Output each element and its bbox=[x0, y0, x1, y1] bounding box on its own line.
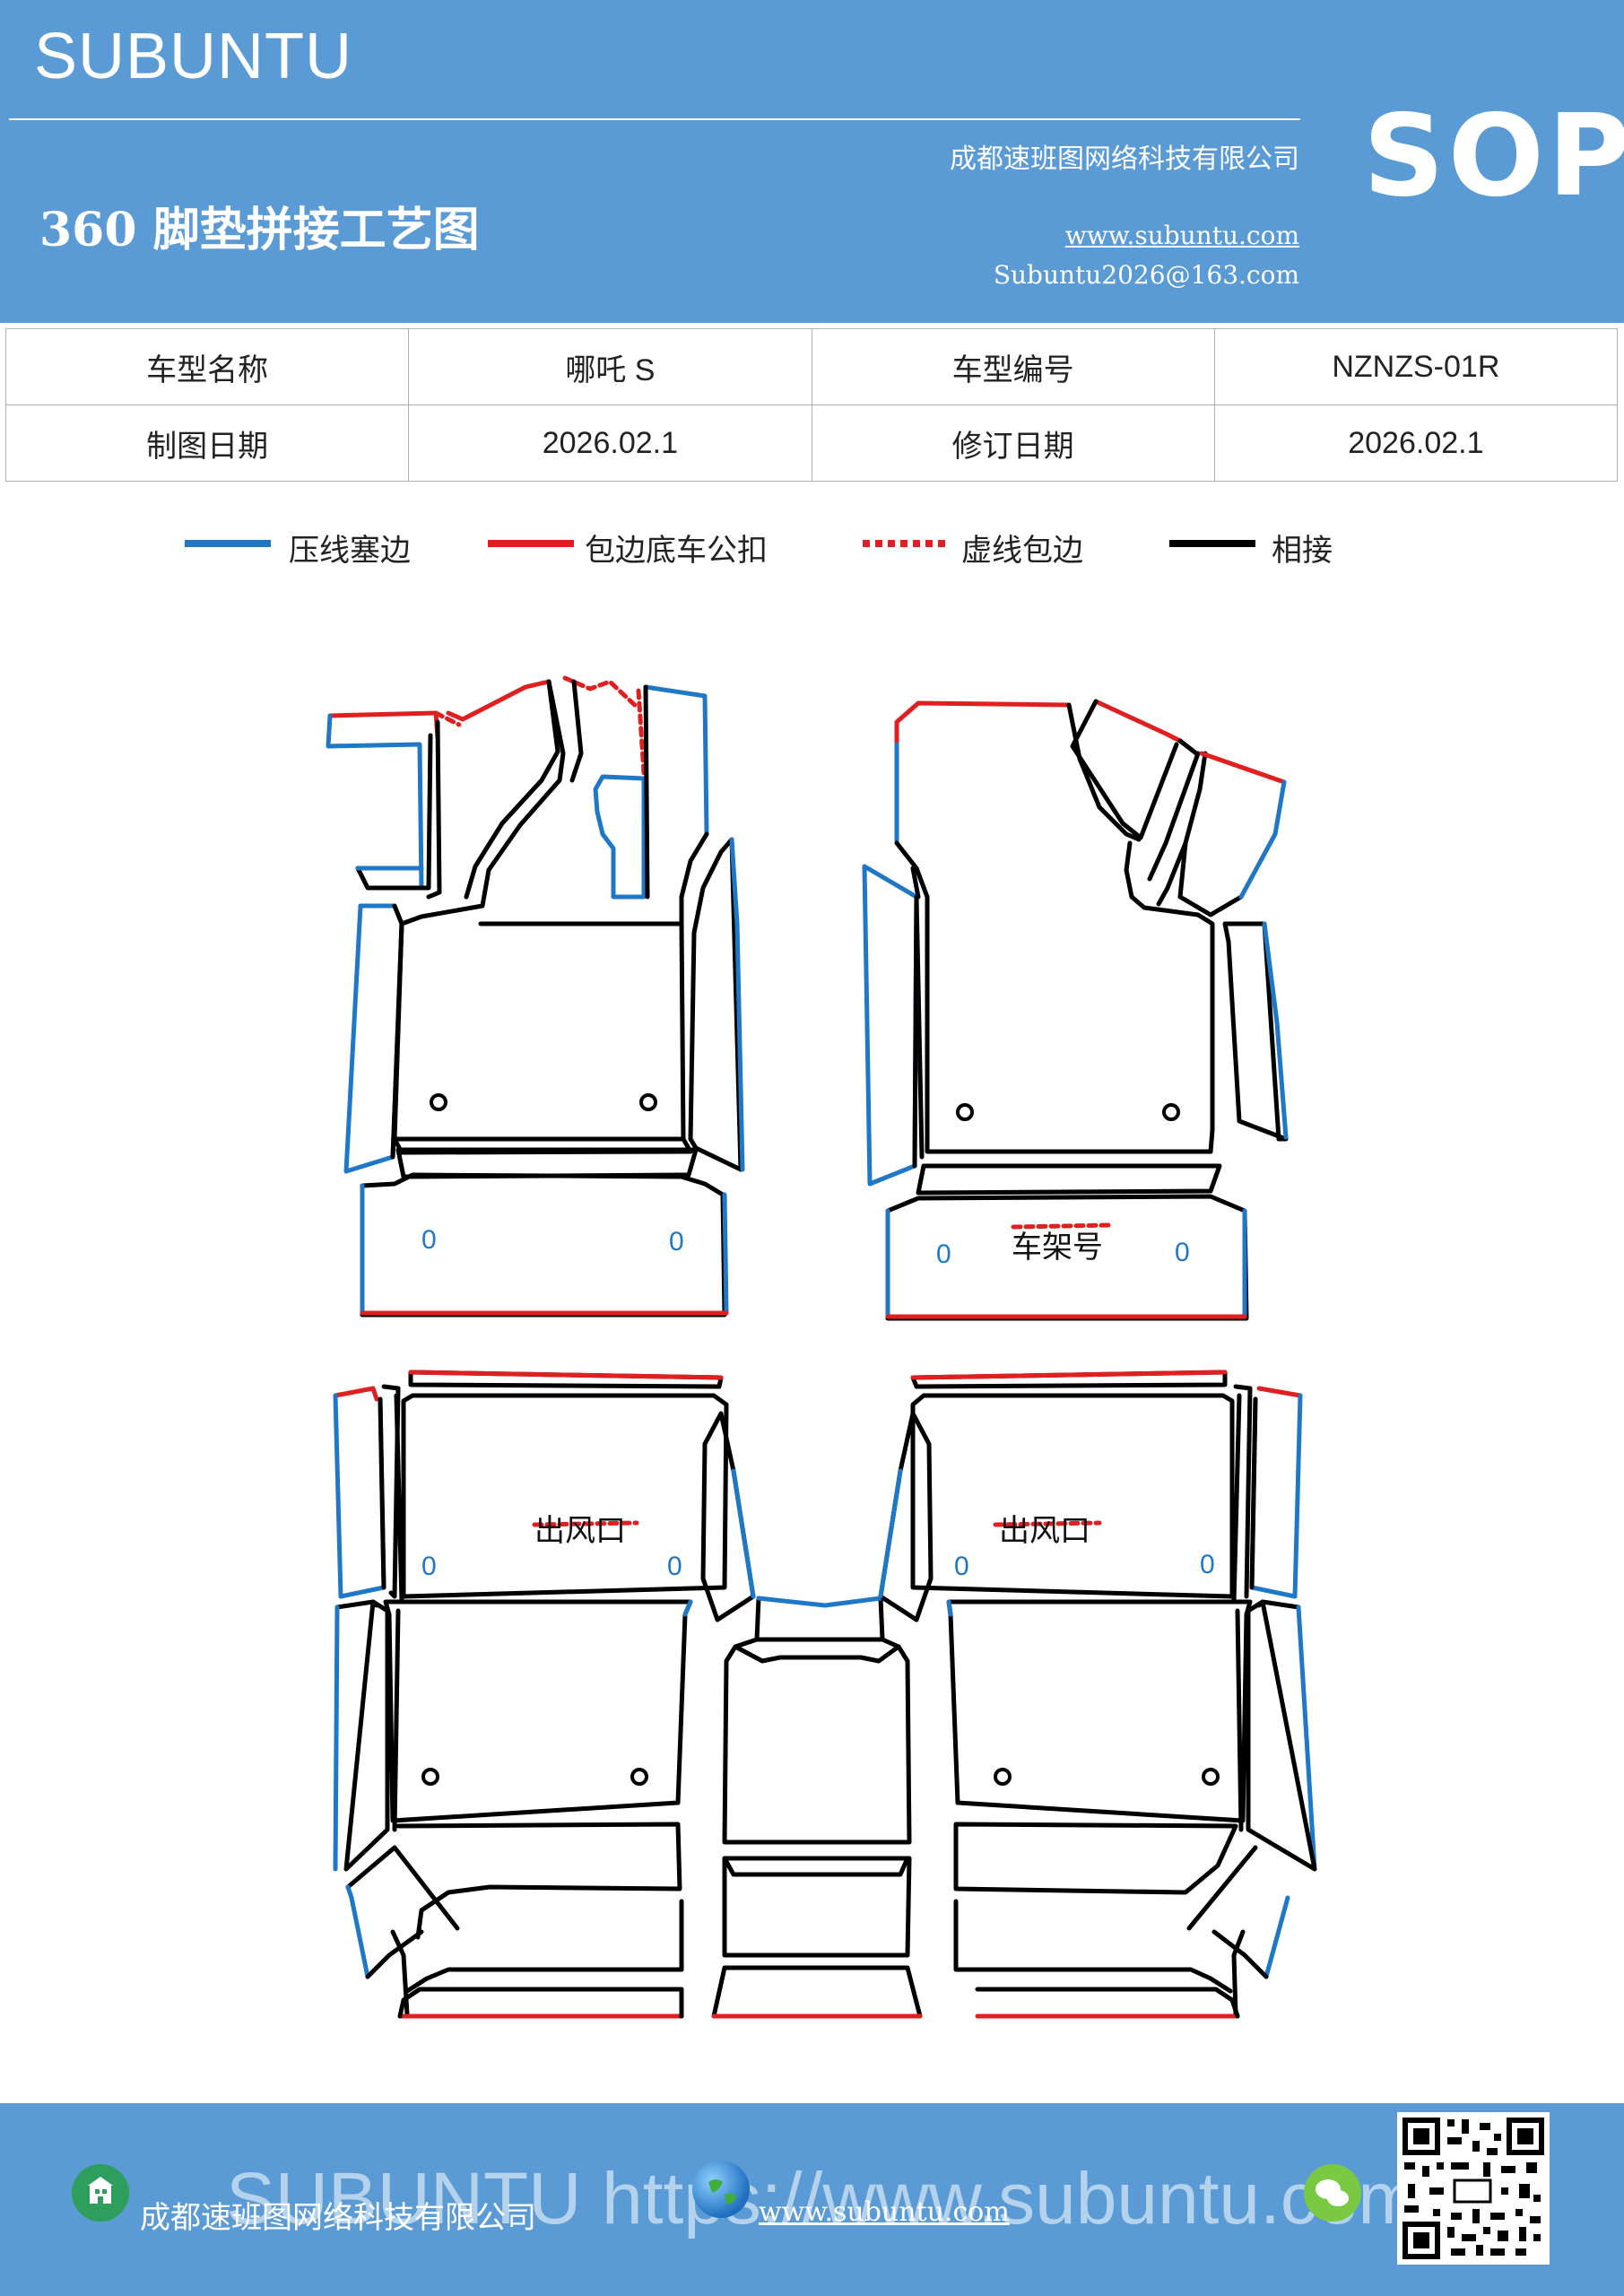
chat-bubble-icon bbox=[1316, 2179, 1349, 2206]
footer-watermark: SUBUNTU https://www.subuntu.com bbox=[226, 2158, 1420, 2239]
legend-line-black bbox=[1169, 540, 1255, 547]
hole-marker: 0 bbox=[936, 1239, 951, 1269]
frame-number-label: 车架号 bbox=[1012, 1230, 1103, 1265]
company-building-icon bbox=[72, 2164, 129, 2222]
page-title: 360 脚垫拼接工艺图 bbox=[39, 203, 480, 257]
rear-center-mat bbox=[711, 1596, 923, 2019]
globe-shape-icon bbox=[708, 2179, 737, 2205]
front-right-mat bbox=[862, 699, 1289, 1321]
hole-marker: 0 bbox=[954, 1552, 969, 1581]
table-row: 制图日期 2026.02.1 修订日期 2026.02.1 bbox=[4, 404, 1619, 482]
legend-label: 包边底车公扣 bbox=[585, 533, 768, 569]
sop-badge: SOP bbox=[1363, 90, 1624, 222]
table-cell-value: NZNZS-01R bbox=[1213, 328, 1619, 405]
table-cell-label: 车型名称 bbox=[4, 328, 410, 405]
hole-marker: 0 bbox=[421, 1552, 437, 1581]
qr-code-icon bbox=[1403, 2118, 1544, 2259]
legend-line-red bbox=[488, 540, 574, 547]
header-divider bbox=[9, 118, 1300, 120]
hole-marker: 0 bbox=[421, 1225, 437, 1255]
table-cell-value: 哪吒 S bbox=[408, 328, 812, 405]
email-address: Subuntu2026@163.com bbox=[993, 260, 1299, 290]
legend-label: 虚线包边 bbox=[961, 533, 1083, 569]
hole-marker: 0 bbox=[1175, 1238, 1190, 1267]
table-cell-value: 2026.02.1 bbox=[1213, 404, 1619, 482]
hole-marker: 0 bbox=[667, 1552, 682, 1581]
footer-company-name: 成都速班图网络科技有限公司 bbox=[140, 2200, 536, 2236]
floor-mat-diagram: 0 0 0 0 0 0 0 0 车架号 出风口 出风口 bbox=[326, 675, 1317, 2019]
legend-line-blue bbox=[185, 540, 271, 547]
globe-icon bbox=[692, 2161, 750, 2218]
table-cell-value: 2026.02.1 bbox=[408, 404, 812, 482]
footer-website-link[interactable]: www.subuntu.com bbox=[759, 2196, 1010, 2228]
table-cell-label: 修订日期 bbox=[811, 404, 1215, 482]
diagram-text-labels: 车架号 出风口 出风口 bbox=[534, 1230, 1103, 1549]
hole-markers: 0 0 0 0 0 0 0 0 bbox=[421, 1225, 1215, 1581]
qr-code[interactable] bbox=[1397, 2112, 1550, 2265]
brand-name: SUBUNTU bbox=[34, 21, 353, 92]
legend: 压线塞边 包边底车公扣 虚线包边 相接 bbox=[0, 520, 1624, 574]
page-footer: SUBUNTU https://www.subuntu.com 成都速班图网络科… bbox=[0, 2103, 1624, 2296]
wechat-icon[interactable] bbox=[1304, 2164, 1361, 2222]
vehicle-info-table: 车型名称 哪吒 S 车型编号 NZNZS-01R 制图日期 2026.02.1 … bbox=[4, 328, 1619, 482]
table-cell-label: 制图日期 bbox=[4, 404, 410, 482]
page-header: SUBUNTU 360 脚垫拼接工艺图 成都速班图网络科技有限公司 www.su… bbox=[0, 0, 1624, 323]
company-name: 成都速班图网络科技有限公司 bbox=[950, 144, 1299, 175]
air-outlet-label: 出风口 bbox=[999, 1513, 1090, 1549]
website-link[interactable]: www.subuntu.com bbox=[1064, 221, 1299, 250]
rear-right-mat bbox=[878, 1370, 1317, 2019]
legend-label: 压线塞边 bbox=[289, 533, 411, 569]
building-icon bbox=[88, 2177, 113, 2204]
hole-marker: 0 bbox=[1200, 1550, 1215, 1579]
table-cell-label: 车型编号 bbox=[811, 328, 1215, 405]
front-left-mat bbox=[326, 675, 745, 1318]
hole-marker: 0 bbox=[669, 1227, 684, 1257]
table-row: 车型名称 哪吒 S 车型编号 NZNZS-01R bbox=[4, 328, 1619, 405]
air-outlet-label: 出风口 bbox=[534, 1513, 626, 1549]
rear-left-mat bbox=[333, 1370, 756, 2019]
legend-label: 相接 bbox=[1272, 533, 1333, 569]
legend-line-red-dashed bbox=[863, 540, 949, 547]
